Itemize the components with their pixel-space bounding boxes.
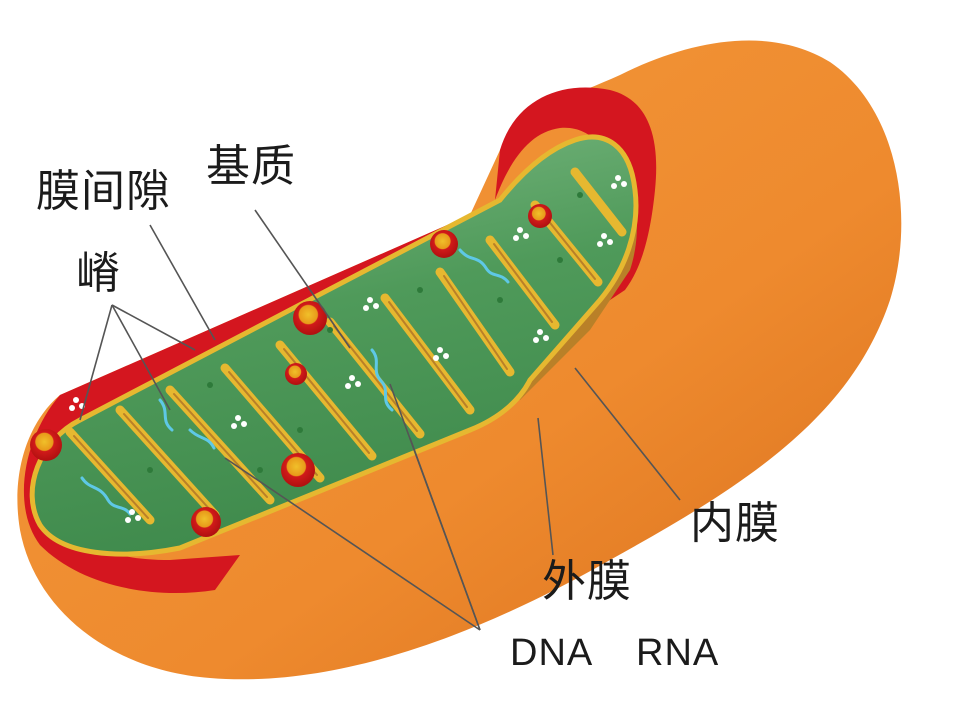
leader-intermembrane (149, 224, 216, 341)
leader-lines (79, 209, 681, 631)
leader-rna (409, 437, 481, 631)
leader-cristae-c (111, 304, 196, 351)
matrix-granules (30, 204, 552, 537)
ribosome-granules (69, 175, 627, 523)
leader-dna-a (224, 457, 481, 631)
label-cristae: 嵴 (76, 248, 121, 299)
label-rna: RNA (636, 632, 720, 674)
leader-cristae-a (79, 304, 113, 421)
label-inner-membrane: 内膜 (690, 498, 780, 549)
leader-cristae-b (111, 304, 171, 411)
matrix (29, 134, 639, 557)
label-dna: DNA (510, 632, 594, 674)
label-intermembrane-space: 膜间隙 (36, 166, 171, 217)
leader-inner (574, 367, 681, 501)
label-outer-membrane: 外膜 (542, 556, 632, 607)
label-matrix: 基质 (206, 141, 296, 192)
leader-matrix (254, 209, 351, 349)
matrix-particles (147, 192, 583, 473)
dna-strands (80, 248, 510, 516)
leader-outer (537, 417, 554, 556)
